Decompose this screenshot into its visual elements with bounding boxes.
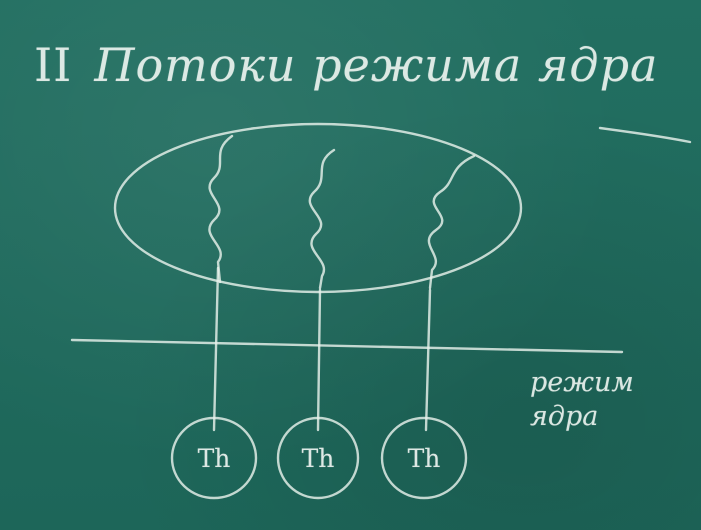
thread-link-3 <box>424 288 432 432</box>
kernel-boundary-line <box>70 338 624 354</box>
kernel-thread-label: Th <box>407 443 441 473</box>
process-ellipse <box>113 122 523 294</box>
board-title: II Потоки режима ядра <box>34 38 658 92</box>
thread-link-2 <box>316 288 322 432</box>
kernel-thread-circle-1 <box>170 416 258 500</box>
section-numeral: II <box>34 38 73 92</box>
title-text: Потоки режима ядра <box>94 38 659 92</box>
kernel-thread-circle-3 <box>380 416 468 500</box>
thread-wave-1 <box>208 134 234 284</box>
kernel-mode-label-line2: ядра <box>530 401 599 432</box>
kernel-thread-1: Th <box>185 429 243 487</box>
kernel-mode-label-line1: режим <box>530 367 634 398</box>
thread-wave-3 <box>427 154 476 290</box>
thread-link-1 <box>212 266 220 432</box>
thread-wave-2 <box>308 148 336 290</box>
title-flourish <box>598 126 692 144</box>
kernel-thread-label: Th <box>197 443 231 473</box>
kernel-thread-2: Th <box>289 429 347 487</box>
kernel-thread-label: Th <box>301 443 335 473</box>
kernel-mode-label: режим ядра <box>530 366 634 434</box>
kernel-thread-circle-2 <box>276 416 360 500</box>
kernel-thread-3: Th <box>395 429 453 487</box>
